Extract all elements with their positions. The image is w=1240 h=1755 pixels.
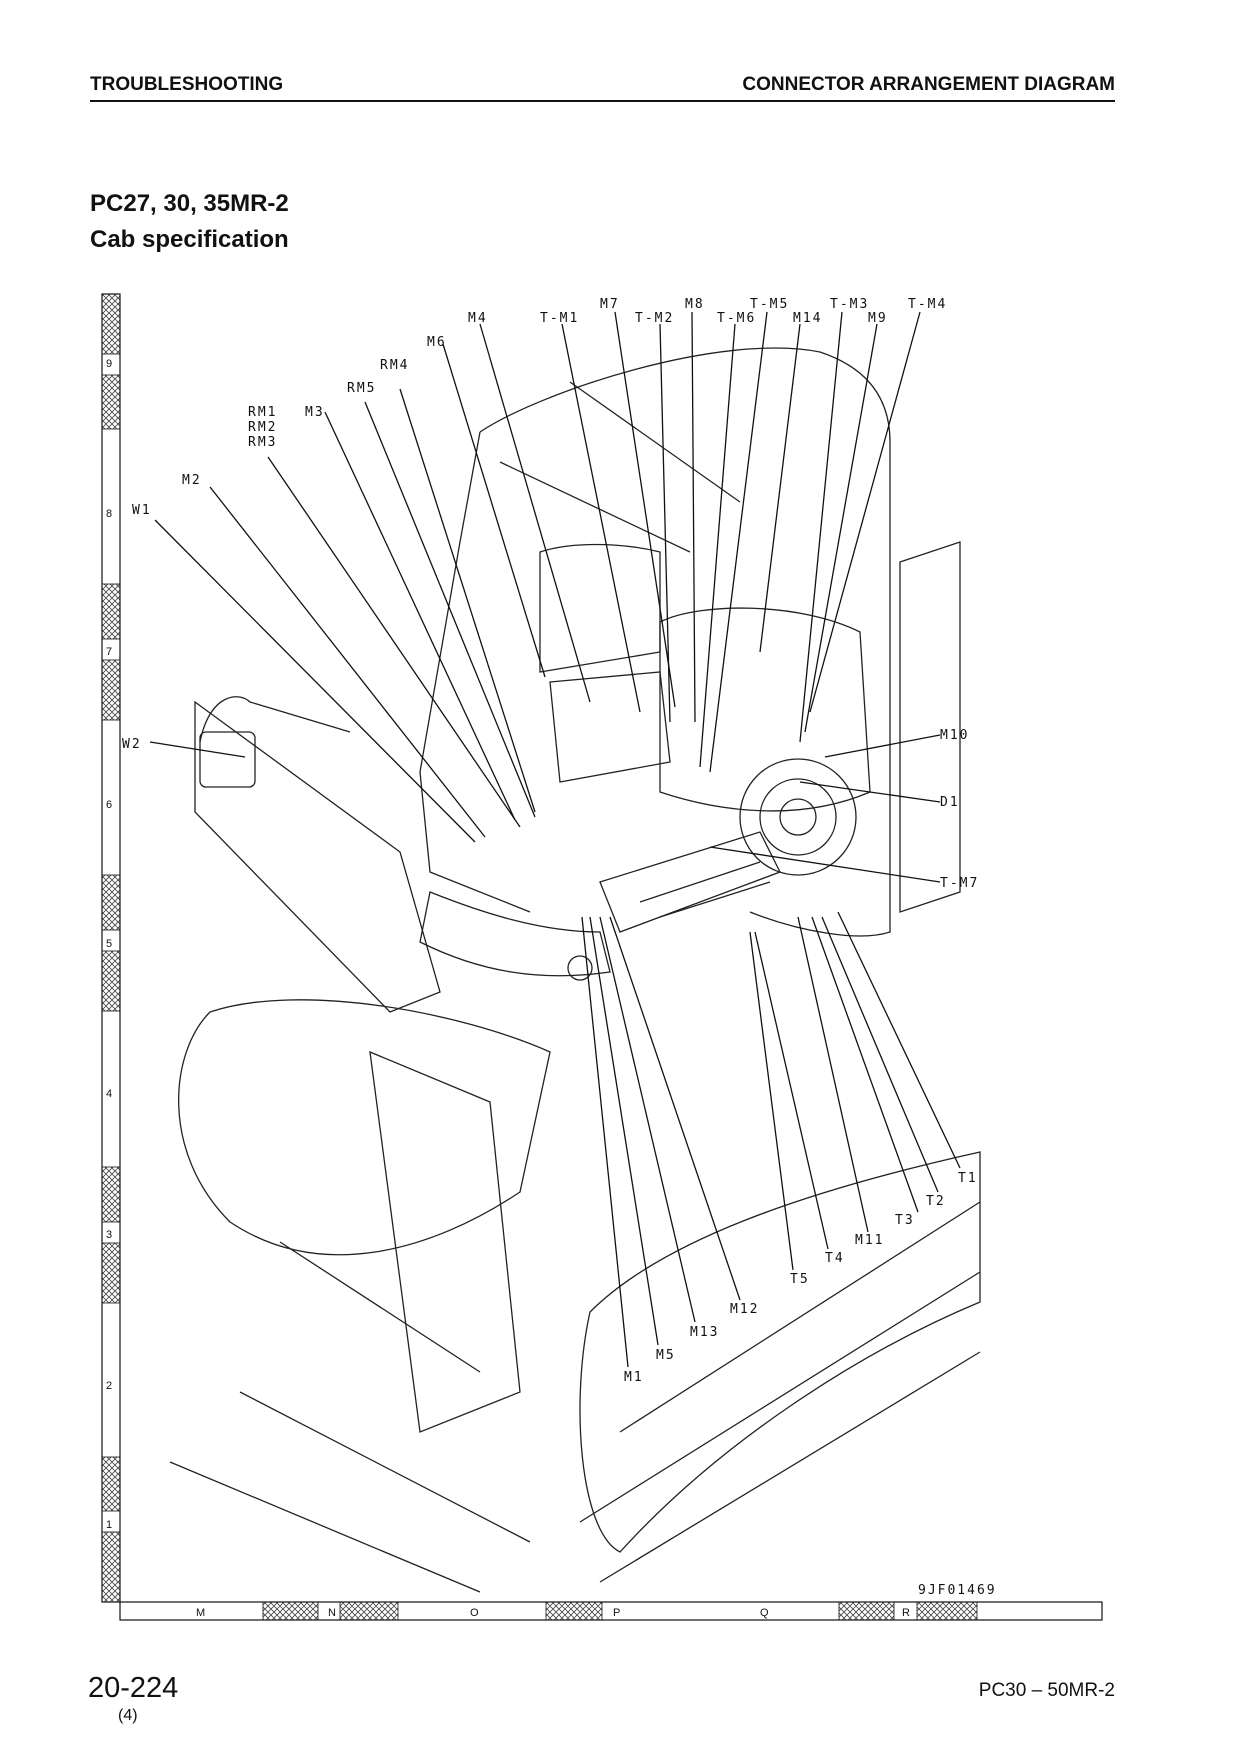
header-section: TROUBLESHOOTING bbox=[90, 74, 284, 95]
label-m12: M12 bbox=[730, 1302, 759, 1317]
label-tm3: T-M3 bbox=[830, 297, 869, 312]
label-tm6: T-M6 bbox=[717, 311, 756, 326]
label-tm5: T-M5 bbox=[750, 297, 789, 312]
label-tm4: T-M4 bbox=[908, 297, 947, 312]
label-m14: M14 bbox=[793, 311, 822, 326]
label-rm5: RM5 bbox=[347, 381, 376, 396]
grid-hatch bbox=[101, 293, 978, 1621]
header-rule bbox=[90, 100, 1115, 102]
label-m4: M4 bbox=[468, 311, 488, 326]
connector-diagram: 9 8 7 6 5 4 3 2 1 M N O P Q R bbox=[101, 293, 1103, 1621]
label-rm2: RM2 bbox=[248, 420, 277, 435]
grid-row-label: 5 bbox=[106, 938, 112, 950]
label-t5: T5 bbox=[790, 1272, 810, 1287]
label-w2: W2 bbox=[122, 737, 142, 752]
label-m11: M11 bbox=[855, 1233, 884, 1248]
label-t3: T3 bbox=[895, 1213, 915, 1228]
grid-col-label: N bbox=[328, 1607, 336, 1619]
grid-row-label: 9 bbox=[106, 358, 112, 370]
label-tm7: T-M7 bbox=[940, 876, 979, 891]
label-m1: M1 bbox=[624, 1370, 644, 1385]
label-t1: T1 bbox=[958, 1171, 978, 1186]
connector-labels: W1 M2 RM1 RM2 RM3 M3 RM5 RM4 M6 M4 T-M1 … bbox=[122, 297, 997, 1598]
page-number: 20-224 bbox=[88, 1672, 179, 1704]
figure-code: 9JF01469 bbox=[918, 1583, 997, 1598]
spec-subtitle: Cab specification bbox=[90, 226, 289, 253]
grid-row-label: 1 bbox=[106, 1519, 112, 1531]
grid-row-label: 4 bbox=[106, 1088, 112, 1100]
grid-col-label: P bbox=[613, 1607, 620, 1619]
grid-row-label: 3 bbox=[106, 1229, 112, 1241]
label-m3: M3 bbox=[305, 405, 325, 420]
grid-col-label: O bbox=[470, 1607, 479, 1619]
header-title: CONNECTOR ARRANGEMENT DIAGRAM bbox=[742, 74, 1115, 95]
revision-number: (4) bbox=[118, 1707, 138, 1724]
label-m6: M6 bbox=[427, 335, 447, 350]
model-range: PC30 – 50MR-2 bbox=[978, 1680, 1115, 1701]
label-m9: M9 bbox=[868, 311, 888, 326]
machine-drawing bbox=[169, 347, 981, 1593]
model-title: PC27, 30, 35MR-2 bbox=[90, 190, 289, 217]
grid-row-label: 7 bbox=[106, 646, 112, 658]
grid-col-label: Q bbox=[760, 1607, 769, 1619]
label-m8: M8 bbox=[685, 297, 705, 312]
label-rm1: RM1 bbox=[248, 405, 277, 420]
label-m2: M2 bbox=[182, 473, 202, 488]
label-m13: M13 bbox=[690, 1325, 719, 1340]
grid-row-label: 6 bbox=[106, 799, 112, 811]
grid-frame bbox=[101, 293, 1103, 1621]
grid-row-label: 2 bbox=[106, 1380, 112, 1392]
label-t4: T4 bbox=[825, 1251, 845, 1266]
label-m7: M7 bbox=[600, 297, 620, 312]
label-m10: M10 bbox=[940, 728, 969, 743]
label-d1: D1 bbox=[940, 795, 960, 810]
label-tm2: T-M2 bbox=[635, 311, 674, 326]
label-rm3: RM3 bbox=[248, 435, 277, 450]
leader-lines bbox=[149, 311, 961, 1368]
label-t2: T2 bbox=[926, 1194, 946, 1209]
label-rm4: RM4 bbox=[380, 358, 409, 373]
grid-row-labels: 9 8 7 6 5 4 3 2 1 bbox=[106, 358, 112, 1531]
grid-col-labels: M N O P Q R bbox=[196, 1607, 910, 1619]
grid-col-label: M bbox=[196, 1607, 205, 1619]
label-w1: W1 bbox=[132, 503, 152, 518]
label-tm1: T-M1 bbox=[540, 311, 579, 326]
label-m5: M5 bbox=[656, 1348, 676, 1363]
grid-row-label: 8 bbox=[106, 508, 112, 520]
grid-col-label: R bbox=[902, 1607, 910, 1619]
